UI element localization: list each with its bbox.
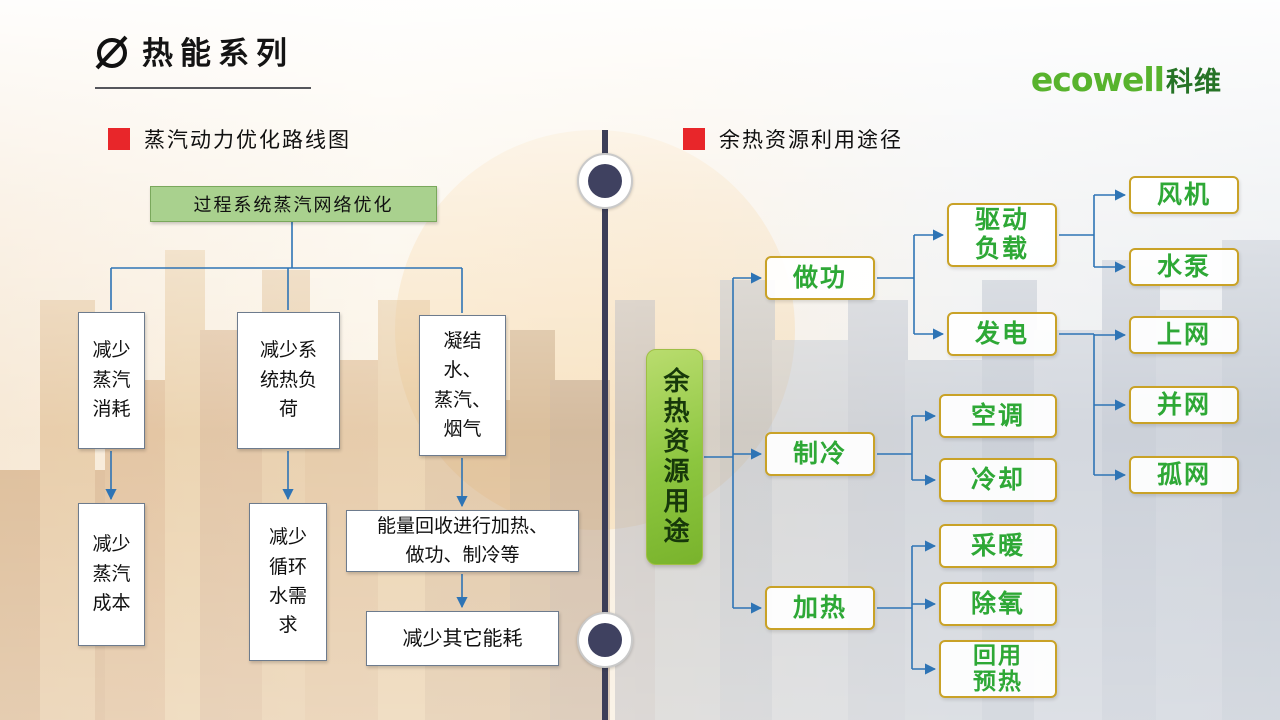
box-energy-recovery: 能量回收进行加热、 做功、制冷等 bbox=[346, 510, 579, 572]
divider-dot-core bbox=[588, 623, 622, 657]
box-condensate-steam-fluegas: 凝结 水、 蒸汽、 烟气 bbox=[419, 315, 506, 456]
title-block: 热能系列 bbox=[92, 28, 294, 73]
slash-circle-icon bbox=[95, 35, 128, 69]
divider-dot-core bbox=[588, 164, 622, 198]
box-drive-load: 驱动 负载 bbox=[947, 203, 1057, 267]
box-heating: 加热 bbox=[765, 586, 875, 630]
box-power-generation: 发电 bbox=[947, 312, 1057, 356]
divider-dot-top bbox=[577, 153, 633, 209]
red-bullet-icon bbox=[683, 128, 705, 150]
box-reuse-preheat: 回用 预热 bbox=[939, 640, 1057, 698]
box-cooling: 冷却 bbox=[939, 458, 1057, 502]
ecowell-logo: ecowell 科维 bbox=[1031, 60, 1222, 99]
box-parallel-grid: 并网 bbox=[1129, 386, 1239, 424]
left-section-heading: 蒸汽动力优化路线图 bbox=[108, 124, 351, 154]
page-title: 热能系列 bbox=[142, 36, 294, 72]
box-water-pump: 水泵 bbox=[1129, 248, 1239, 286]
box-reduce-system-heat-load: 减少系 统热负 荷 bbox=[237, 312, 340, 449]
box-waste-heat-usage: 余热资源用途 bbox=[646, 349, 703, 565]
right-heading-text: 余热资源利用途径 bbox=[719, 128, 903, 152]
red-bullet-icon bbox=[108, 128, 130, 150]
box-reduce-cooling-water-demand: 减少 循环 水需 求 bbox=[249, 503, 327, 661]
box-work: 做功 bbox=[765, 256, 875, 300]
right-section-heading: 余热资源利用途径 bbox=[683, 124, 903, 154]
box-heat-supply: 采暖 bbox=[939, 524, 1057, 568]
title-underline bbox=[95, 87, 311, 89]
box-air-conditioning: 空调 bbox=[939, 394, 1057, 438]
box-steam-network-optimization: 过程系统蒸汽网络优化 bbox=[150, 186, 437, 222]
box-grid-connection: 上网 bbox=[1129, 316, 1239, 354]
center-divider-line bbox=[602, 130, 608, 720]
divider-dot-bottom bbox=[577, 612, 633, 668]
box-deoxygenation: 除氧 bbox=[939, 582, 1057, 626]
box-reduce-other-energy: 减少其它能耗 bbox=[366, 611, 559, 666]
box-fan: 风机 bbox=[1129, 176, 1239, 214]
logo-text-en: ecowell bbox=[1030, 60, 1165, 99]
box-reduce-steam-consumption: 减少 蒸汽 消耗 bbox=[78, 312, 145, 449]
left-heading-text: 蒸汽动力优化路线图 bbox=[144, 128, 351, 152]
box-reduce-steam-cost: 减少 蒸汽 成本 bbox=[78, 503, 145, 646]
logo-text-cn: 科维 bbox=[1166, 67, 1222, 98]
box-island-grid: 孤网 bbox=[1129, 456, 1239, 494]
box-refrigeration: 制冷 bbox=[765, 432, 875, 476]
